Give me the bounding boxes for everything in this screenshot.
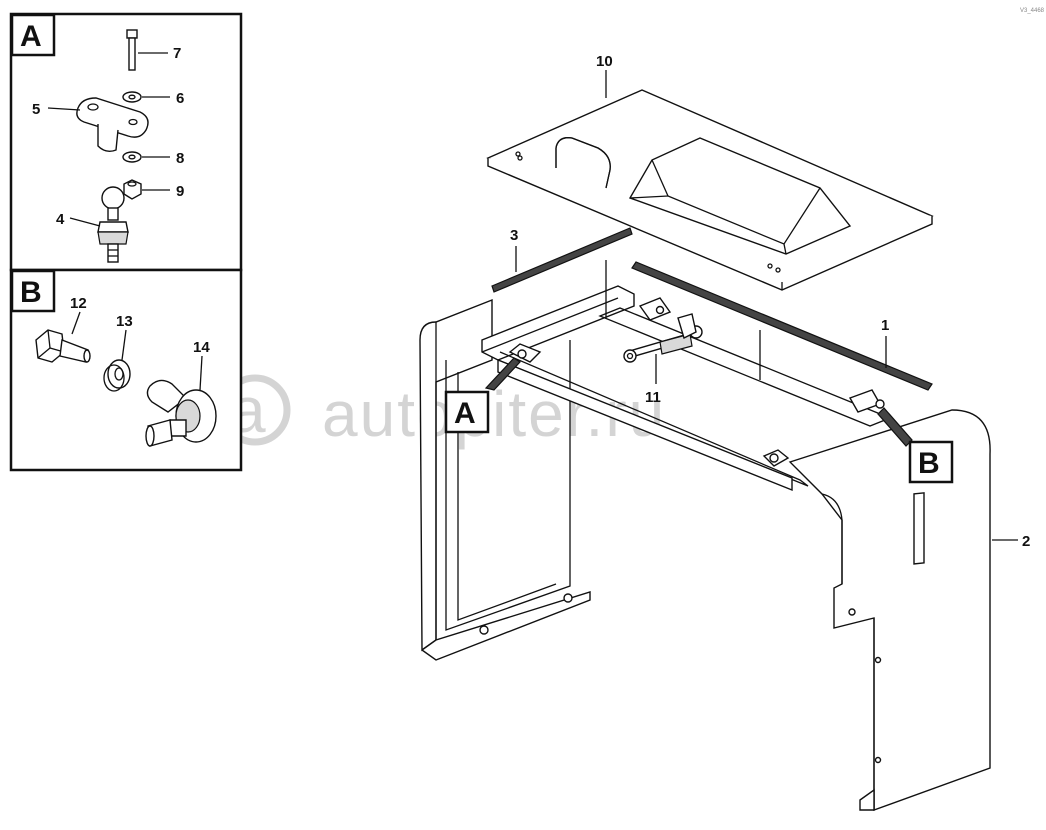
callout-8: 8 (176, 150, 184, 167)
detail-b-letter: B (20, 276, 42, 309)
ball-joint-14 (145, 379, 217, 447)
callout-4: 4 (56, 211, 65, 228)
svg-text:B: B (918, 447, 940, 480)
svg-text:A: A (454, 397, 476, 430)
callout-6: 6 (176, 90, 184, 107)
washer-6 (122, 91, 142, 103)
callout-9: 9 (176, 183, 184, 200)
seal-strip-1 (631, 261, 933, 391)
callout-12: 12 (70, 295, 87, 312)
detail-b-badge (10, 269, 56, 313)
bracket-5 (76, 97, 149, 153)
detail-a-panel: A (9, 12, 243, 272)
callout-1: 1 (881, 317, 889, 334)
nut-9 (123, 179, 142, 200)
cover-plate-10 (486, 89, 934, 291)
callout-11: 11 (645, 389, 661, 406)
washer-13 (103, 359, 131, 392)
callout-7: 7 (173, 45, 181, 62)
callout-5: 5 (32, 101, 40, 118)
seal-strip-3 (491, 227, 633, 293)
gas-strut-11 (623, 313, 703, 363)
bolt-12 (35, 329, 91, 363)
detail-a-badge (10, 13, 56, 57)
marker-a: A (444, 357, 521, 434)
housing-frame-2 (419, 260, 991, 811)
callout-2: 2 (1022, 533, 1030, 550)
callout-3: 3 (510, 227, 518, 244)
bolt-7 (126, 29, 138, 71)
washer-8 (122, 151, 142, 163)
detail-a-letter: A (20, 20, 42, 53)
marker-b: B (877, 407, 954, 484)
callout-14: 14 (193, 339, 210, 356)
callout-10: 10 (596, 53, 613, 70)
corner-code: V3_4468 (1020, 8, 1045, 14)
callout-13: 13 (116, 313, 133, 330)
detail-b-panel: B 12 13 14 (9, 268, 243, 472)
ball-stud-4 (97, 186, 129, 263)
